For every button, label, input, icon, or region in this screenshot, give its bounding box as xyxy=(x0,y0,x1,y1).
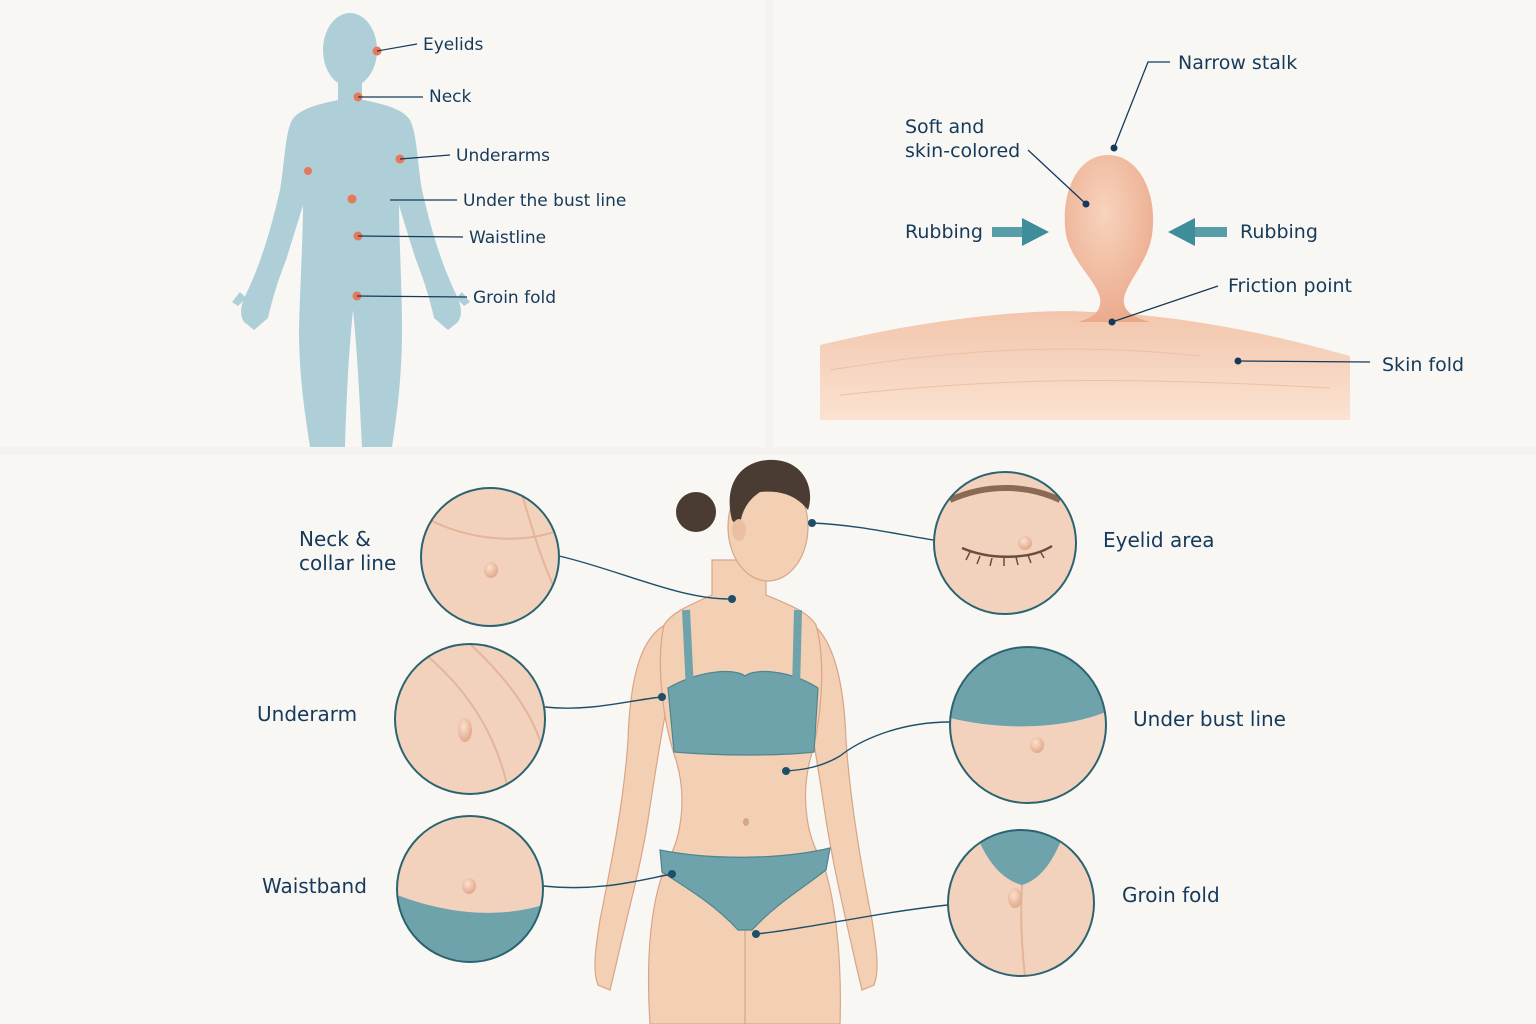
detail-under-bust xyxy=(949,646,1107,804)
briefs xyxy=(659,847,831,931)
tag-leader-lines xyxy=(1027,61,1371,363)
rubbing-arrow-left xyxy=(992,218,1049,246)
skin-tag-nub xyxy=(1008,888,1022,908)
label-eyelids: Eyelids xyxy=(423,35,483,55)
hair xyxy=(729,459,811,530)
skin-texture xyxy=(829,348,1331,396)
body-panel: Neck & collar line Underarm Waistband Ey… xyxy=(257,459,1286,1024)
skin-surface xyxy=(820,311,1350,420)
silhouette-panel: Eyelids Neck Underarms Under the bust li… xyxy=(232,13,626,447)
ear xyxy=(732,519,746,541)
label-waistband: Waistband xyxy=(262,874,367,898)
skin-tag xyxy=(1064,155,1154,322)
label-rubbing-right: Rubbing xyxy=(1240,221,1318,243)
label-skin-fold: Skin fold xyxy=(1382,354,1464,376)
detail-waistband xyxy=(396,815,544,963)
marker-under-bust xyxy=(347,194,357,204)
rubbing-arrow-right xyxy=(1168,218,1227,246)
skin-tag-nub xyxy=(458,718,472,742)
body-connector-dots xyxy=(658,519,816,938)
detail-eyelid xyxy=(933,471,1077,615)
label-groin: Groin fold xyxy=(473,288,556,308)
label-rubbing-left: Rubbing xyxy=(905,221,983,243)
label-groin-fold: Groin fold xyxy=(1122,883,1220,907)
silhouette-leader-lines xyxy=(356,43,468,298)
label-under-bust: Under the bust line xyxy=(463,191,626,211)
woman-figure xyxy=(594,459,878,1024)
label-underarms: Underarms xyxy=(456,146,550,166)
label-waistline: Waistline xyxy=(469,228,546,248)
body-silhouette xyxy=(232,13,470,447)
tag-leader-dots xyxy=(1082,144,1242,365)
skin-tag-nub xyxy=(484,562,498,578)
label-narrow-stalk: Narrow stalk xyxy=(1178,52,1297,74)
skin-tag-nub xyxy=(1018,536,1032,550)
label-friction-point: Friction point xyxy=(1228,275,1352,297)
sports-bra xyxy=(667,670,819,756)
label-neck-line1: Neck & xyxy=(299,527,371,551)
detail-underarm xyxy=(394,643,546,795)
label-soft-line2: skin-colored xyxy=(905,140,1020,162)
label-eyelid-area: Eyelid area xyxy=(1103,528,1215,552)
label-soft-line1: Soft and xyxy=(905,116,984,138)
label-neck: Neck xyxy=(429,87,472,107)
label-under-bust-line: Under bust line xyxy=(1133,707,1286,731)
navel xyxy=(743,818,749,826)
skin-tag-nub xyxy=(462,878,476,894)
body-connector-lines xyxy=(542,522,951,935)
marker-underarm-left xyxy=(304,167,312,175)
label-underarm: Underarm xyxy=(257,702,357,726)
skin-tag-nub xyxy=(1030,737,1044,753)
detail-groin xyxy=(947,829,1095,977)
label-neck-line2: collar line xyxy=(299,551,396,575)
left-arm xyxy=(594,621,673,991)
tag-panel: Narrow stalk Soft and skin-colored Rubbi… xyxy=(820,52,1464,420)
hair-bun xyxy=(676,492,716,532)
